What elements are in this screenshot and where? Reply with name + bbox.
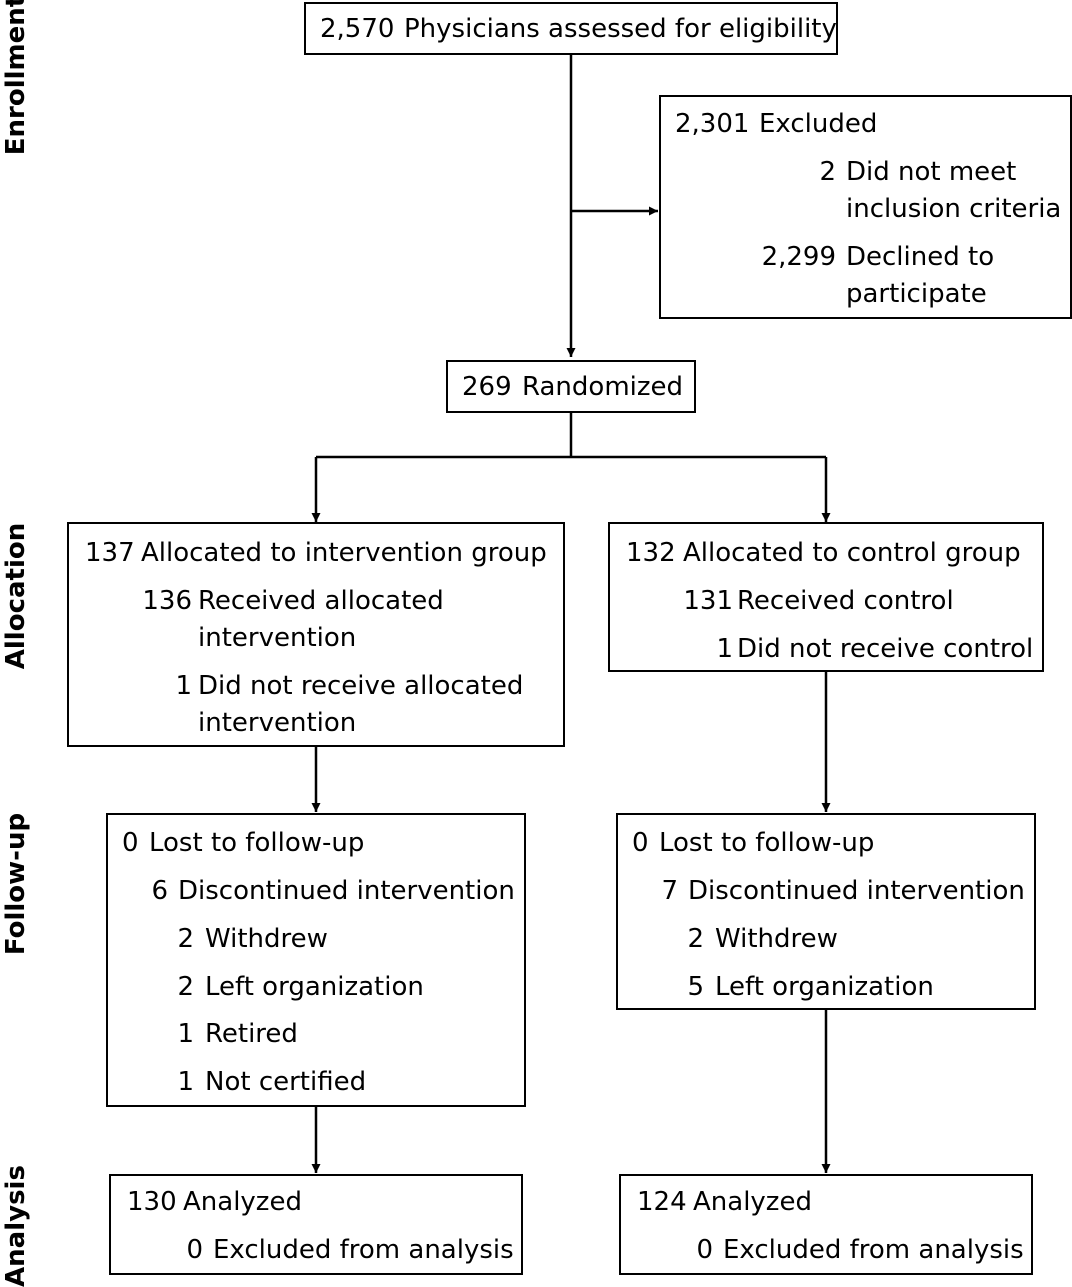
control-lost-label: Lost to follow-up [659, 828, 875, 858]
intervention-discontinued-count: 6 [151, 876, 168, 906]
control-excluded-analysis-label: Excluded from analysis [723, 1235, 1024, 1265]
assessed-count: 2,570 [320, 14, 395, 44]
intervention-followup-reason-label: Retired [205, 1019, 298, 1049]
excluded-label: Excluded [759, 109, 878, 139]
control-discontinued-count: 7 [661, 876, 678, 906]
control-analyzed-count: 124 [637, 1187, 687, 1217]
control-received-label: Received control [737, 586, 954, 616]
control-analysis-box: 124 Analyzed 0 Excluded from analysis [619, 1174, 1033, 1275]
randomized-count: 269 [462, 372, 512, 402]
intervention-followup-reason-label: Withdrew [205, 924, 328, 954]
intervention-lost-label: Lost to follow-up [149, 828, 365, 858]
excluded-reason-count: 2 [819, 157, 836, 187]
control-allocated-label: Allocated to control group [683, 538, 1021, 568]
control-received-count: 131 [683, 586, 733, 616]
intervention-discontinued-label: Discontinued intervention [178, 876, 515, 906]
intervention-followup-box: 0 Lost to follow-up 6 Discontinued inter… [106, 813, 526, 1107]
intervention-followup-reason-label: Not certified [205, 1067, 367, 1097]
control-lost-count: 0 [632, 828, 649, 858]
stage-label-enrollment: Enrollment [1, 0, 31, 156]
intervention-analysis-box: 130 Analyzed 0 Excluded from analysis [109, 1174, 523, 1275]
control-followup-reason-count: 2 [687, 924, 704, 954]
excluded-reason-count: 2,299 [761, 242, 836, 272]
control-discontinued-label: Discontinued intervention [688, 876, 1025, 906]
control-not-received-label: Did not receive control [737, 634, 1034, 664]
intervention-followup-reason-label: Left organization [205, 972, 424, 1002]
control-followup-box: 0 Lost to follow-up 7 Discontinued inter… [616, 813, 1036, 1010]
excluded-reason-label-cont: participate [846, 279, 987, 309]
intervention-analyzed-label: Analyzed [183, 1187, 302, 1217]
excluded-reason-label-cont: inclusion criteria [846, 194, 1062, 224]
intervention-received-label: Received allocated [198, 586, 444, 616]
assessed-box: 2,570 Physicians assessed for eligibilit… [304, 2, 838, 55]
control-analyzed-label: Analyzed [693, 1187, 812, 1217]
randomized-label: Randomized [522, 372, 684, 402]
control-followup-reason-label: Left organization [715, 972, 934, 1002]
control-allocation-box: 132 Allocated to control group 131 Recei… [608, 522, 1044, 672]
intervention-analyzed-count: 130 [127, 1187, 177, 1217]
intervention-allocated-count: 137 [85, 538, 135, 568]
intervention-lost-count: 0 [122, 828, 139, 858]
intervention-received-count: 136 [142, 586, 192, 616]
stage-label-analysis: Analysis [1, 1165, 31, 1287]
control-excluded-analysis-count: 0 [696, 1235, 713, 1265]
randomized-box: 269 Randomized [446, 360, 696, 413]
intervention-allocated-label: Allocated to intervention group [141, 538, 547, 568]
intervention-not-received-label-cont: intervention [198, 708, 357, 738]
stage-label-followup: Follow-up [1, 812, 31, 956]
intervention-allocation-box: 137 Allocated to intervention group 136 … [67, 522, 565, 747]
intervention-excluded-analysis-label: Excluded from analysis [213, 1235, 514, 1265]
intervention-not-received-label: Did not receive allocated [198, 671, 524, 701]
control-not-received-count: 1 [716, 634, 733, 664]
assessed-label: Physicians assessed for eligibility [404, 14, 837, 44]
excluded-reason-label: Declined to [846, 242, 995, 272]
excluded-box: 2,301 Excluded 2 Did not meet inclusion … [659, 95, 1072, 319]
excluded-reason-label: Did not meet [846, 157, 1017, 187]
intervention-followup-reason-count: 2 [177, 972, 194, 1002]
intervention-not-received-count: 1 [175, 671, 192, 701]
control-followup-reason-label: Withdrew [715, 924, 838, 954]
intervention-received-label-cont: intervention [198, 623, 357, 653]
control-followup-reason-count: 5 [687, 972, 704, 1002]
excluded-count: 2,301 [675, 109, 750, 139]
intervention-followup-reason-count: 2 [177, 924, 194, 954]
control-allocated-count: 132 [626, 538, 676, 568]
stage-label-allocation: Allocation [1, 522, 31, 670]
intervention-excluded-analysis-count: 0 [186, 1235, 203, 1265]
intervention-followup-reason-count: 1 [177, 1019, 194, 1049]
intervention-followup-reason-count: 1 [177, 1067, 194, 1097]
